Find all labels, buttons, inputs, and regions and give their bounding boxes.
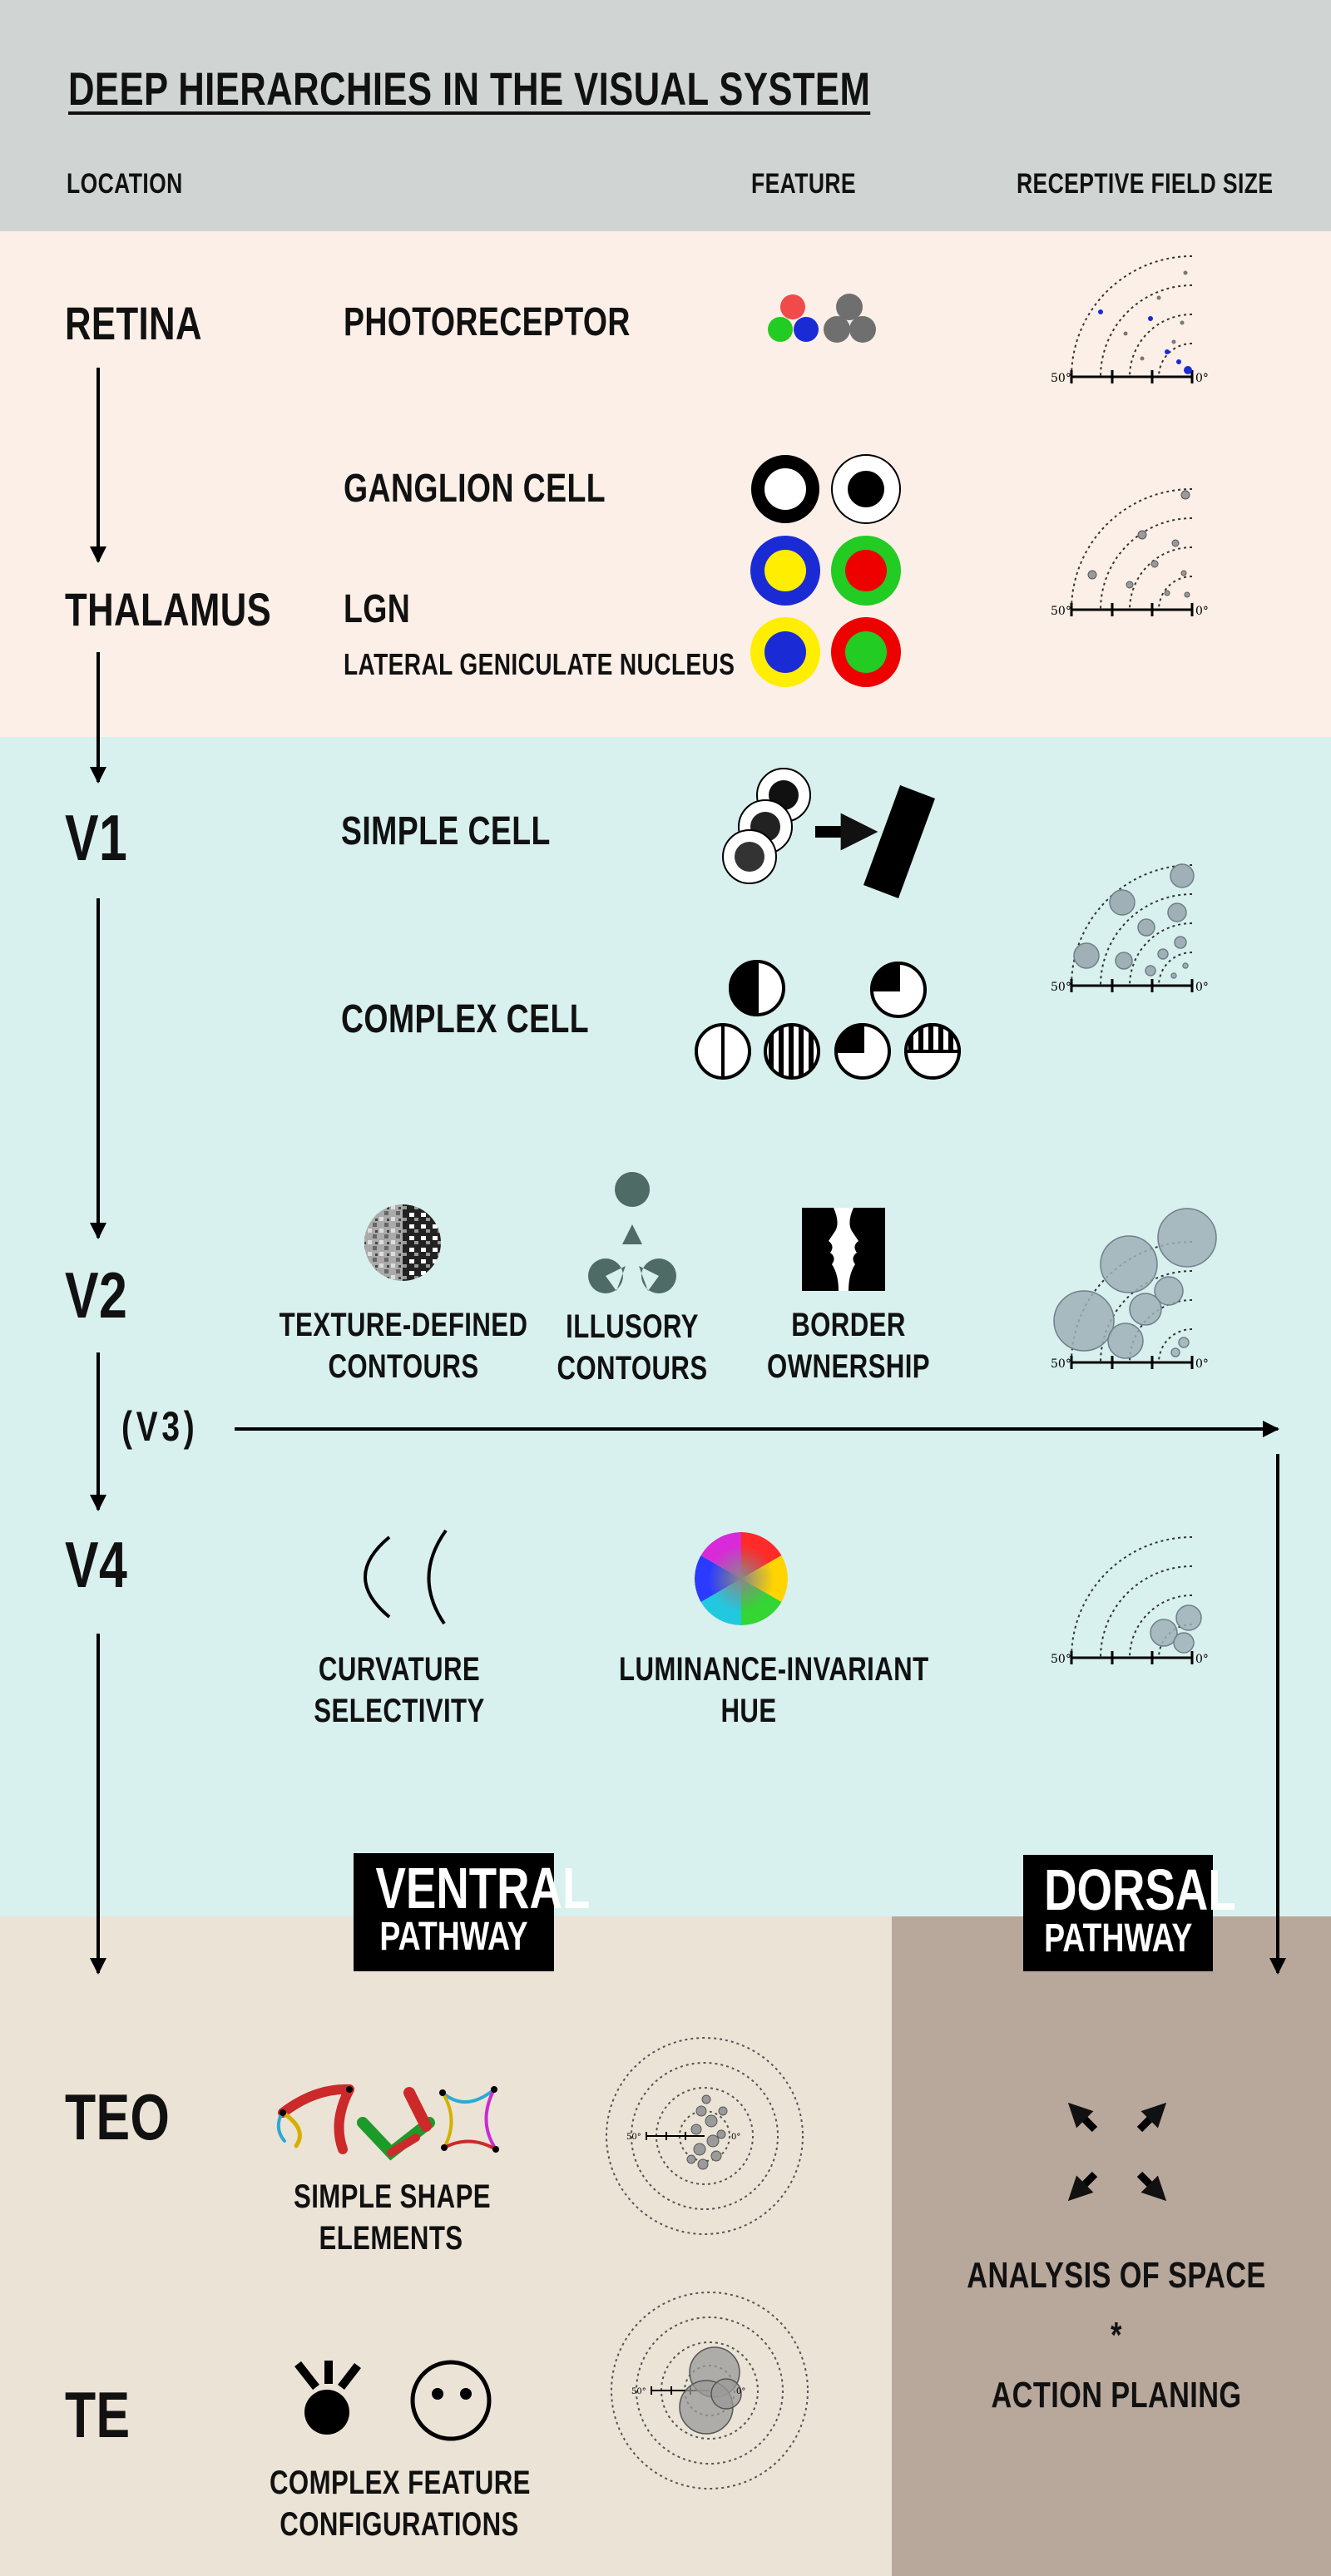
simple-shape-icons	[276, 2084, 499, 2161]
header-rf-size: RECEPTIVE FIELD SIZE	[1017, 168, 1274, 200]
cell-complex: COMPLEX CELL	[341, 997, 589, 1041]
feature-complex-line2: CONFIGURATIONS	[280, 2506, 519, 2543]
location-v3: (V3)	[121, 1403, 199, 1450]
feature-hue-line2: HUE	[720, 1693, 777, 1729]
dorsal-pathway-badge: DORSAL PATHWAY	[1023, 1855, 1236, 1971]
rf-diagram-retina: 50° 0°	[1051, 255, 1209, 385]
rf-diagram-lgn: 50° 0°	[1051, 488, 1209, 618]
texture-contour-icon	[364, 1204, 441, 1281]
location-v4: V4	[65, 1528, 128, 1601]
complex-feature-icons	[294, 2360, 492, 2441]
cell-lgn: LGN	[344, 587, 411, 631]
location-teo: TEO	[65, 2080, 171, 2153]
location-retina: RETINA	[65, 297, 202, 349]
header-feature: FEATURE	[751, 168, 856, 200]
header-band	[0, 0, 1331, 231]
dorsal-sep: *	[1111, 2315, 1122, 2356]
rf-label-left: 50°	[1051, 1357, 1071, 1371]
location-v2: V2	[65, 1258, 128, 1332]
illusory-contour-icon	[588, 1172, 676, 1293]
rf-diagram-v4: 50° 0°	[1051, 1536, 1209, 1666]
rf-label-left: 50°	[1051, 981, 1071, 994]
cell-photoreceptor: PHOTORECEPTOR	[344, 300, 631, 344]
rf-label-right: 0°	[1195, 372, 1209, 385]
rf-label-right: 0°	[1195, 1357, 1209, 1371]
rf-label-right: 0°	[1195, 1653, 1209, 1666]
face-icon	[410, 2360, 492, 2441]
dorsal-line-action: ACTION PLANING	[991, 2375, 1242, 2415]
subcortical-band	[0, 231, 1331, 737]
lgn-icons	[750, 536, 901, 687]
feature-simple-shape: SIMPLE SHAPE ELEMENTS	[294, 2176, 491, 2259]
rf-label-left: 50°	[631, 2387, 646, 2396]
feature-texture-line2: CONTOURS	[328, 1348, 479, 1385]
feature-complex-line1: COMPLEX FEATURE	[270, 2465, 531, 2501]
cell-simple: SIMPLE CELL	[341, 809, 551, 853]
ventral-band	[0, 1916, 892, 2576]
feature-border-line1: BORDER	[791, 1307, 906, 1343]
feature-complex: COMPLEX FEATURE CONFIGURATIONS	[270, 2462, 531, 2545]
rf-label-right: 0°	[731, 2133, 740, 2142]
rf-label-left: 50°	[1051, 372, 1071, 385]
flow-arrows	[90, 368, 1286, 1975]
curvature-icon	[364, 1529, 448, 1625]
feature-hue-line1: LUMINANCE-INVARIANT	[619, 1651, 929, 1688]
rubin-vase-icon	[802, 1208, 885, 1291]
feature-texture: TEXTURE-DEFINED CONTOURS	[274, 1304, 533, 1387]
dorsal-band	[892, 1916, 1331, 2576]
ventral-pathway-badge: VENTRAL PATHWAY	[354, 1853, 590, 1971]
feature-simple-shape-line1: SIMPLE SHAPE	[294, 2178, 491, 2215]
page-title: DEEP HIERARCHIES IN THE VISUAL SYSTEM	[68, 62, 871, 115]
feature-border: BORDER OWNERSHIP	[751, 1304, 946, 1387]
feature-texture-line1: TEXTURE-DEFINED	[279, 1307, 528, 1343]
complex-cell-icons	[695, 959, 962, 1080]
photoreceptor-icons	[768, 294, 876, 343]
feature-illusory-line2: CONTOURS	[557, 1350, 708, 1387]
feature-illusory: ILLUSORY CONTOURS	[535, 1306, 730, 1389]
ganglion-icons	[751, 454, 901, 524]
rf-label-left: 50°	[1051, 1653, 1071, 1666]
rf-label-right: 0°	[736, 2387, 745, 2396]
simple-cell-icon	[722, 768, 935, 898]
rf-diagram-te: 50° 0°	[611, 2292, 809, 2489]
rf-diagram-v1: 50° 0°	[1051, 863, 1209, 994]
rf-label-left: 50°	[1051, 605, 1071, 618]
location-v1: V1	[65, 801, 128, 874]
feature-curvature: CURVATURE SELECTIVITY	[302, 1649, 497, 1732]
feature-curvature-line2: SELECTIVITY	[314, 1693, 485, 1729]
dorsal-line-space: ANALYSIS OF SPACE	[967, 2255, 1266, 2296]
feature-border-line2: OWNERSHIP	[767, 1348, 930, 1385]
feature-simple-shape-line2: ELEMENTS	[319, 2220, 463, 2257]
feature-hue: LUMINANCE-INVARIANT HUE	[619, 1649, 929, 1732]
location-te: TE	[65, 2378, 131, 2451]
rf-diagram-v2: 50° 0°	[1051, 1208, 1217, 1371]
cell-lgn-full: LATERAL GENICULATE NUCLEUS	[344, 647, 735, 681]
dorsal-description: ANALYSIS OF SPACE * ACTION PLANING	[954, 2246, 1279, 2425]
four-arrows-icon	[1067, 2102, 1167, 2202]
cell-ganglion: GANGLION CELL	[344, 467, 606, 511]
feature-curvature-line1: CURVATURE	[318, 1651, 481, 1688]
location-thalamus: THALAMUS	[65, 583, 272, 635]
header-location: LOCATION	[67, 168, 183, 200]
ventral-line2: PATHWAY	[379, 1915, 528, 1959]
feature-illusory-line1: ILLUSORY	[566, 1308, 699, 1345]
rf-label-left: 50°	[626, 2133, 641, 2142]
dorsal-line2: PATHWAY	[1044, 1916, 1193, 1960]
rf-diagram-teo: 50° 0°	[606, 2037, 804, 2235]
rf-label-right: 0°	[1195, 981, 1209, 994]
color-wheel-icon	[695, 1532, 788, 1625]
rf-label-right: 0°	[1195, 605, 1209, 618]
